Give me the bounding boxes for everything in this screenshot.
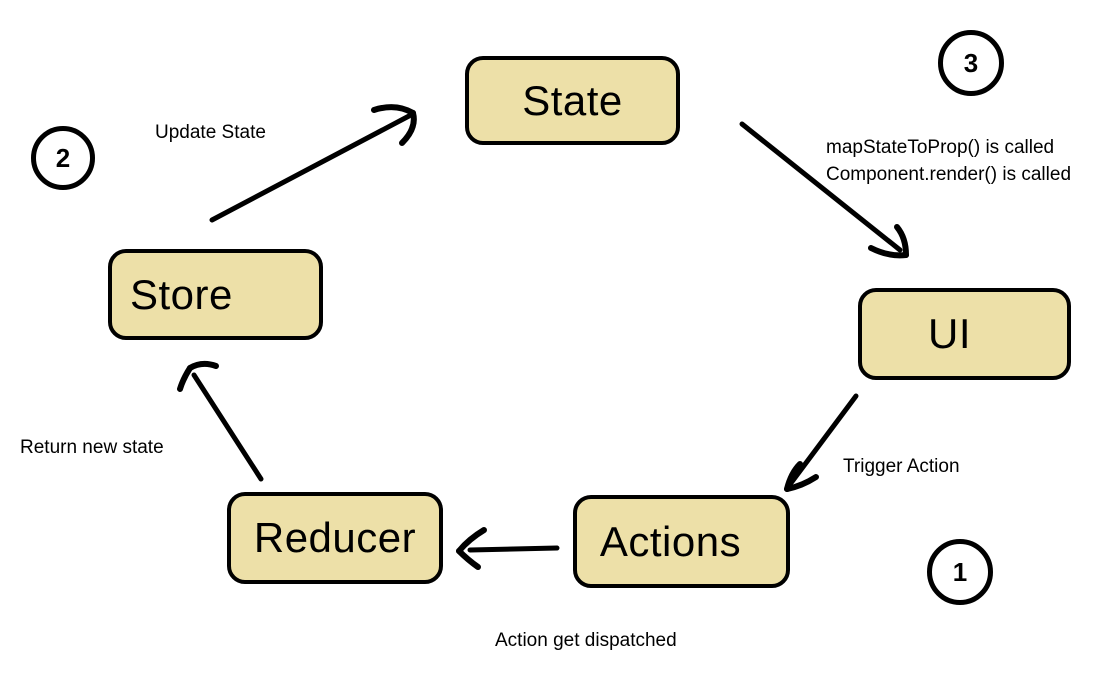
step-circle-3: 3 (938, 30, 1004, 96)
arrow-store-to-state (209, 104, 417, 223)
step-number: 1 (952, 556, 968, 587)
label-update-state: Update State (155, 122, 266, 143)
node-reducer: Reducer (227, 492, 443, 584)
label-trigger-action: Trigger Action (843, 456, 960, 477)
step-number: 2 (55, 142, 71, 173)
label-action-dispatched: Action get dispatched (495, 630, 677, 651)
step-circle-2: 2 (31, 126, 95, 190)
arrow-ui-to-actions (784, 393, 859, 492)
node-actions: Actions (573, 495, 790, 588)
arrow-state-to-ui (739, 121, 909, 259)
label-return-new-state: Return new state (20, 437, 164, 458)
node-ui: UI (858, 288, 1071, 380)
step-number: 3 (963, 47, 979, 78)
step-circle-1: 1 (927, 539, 993, 605)
label-map-state-to-prop: mapStateToProp() is called (826, 137, 1055, 158)
arrow-reducer-to-store (177, 360, 264, 482)
label-component-render: Component.render() is called (826, 164, 1072, 185)
node-state: State (465, 56, 680, 145)
node-store: Store (108, 249, 323, 340)
label-state-to-ui-calls: mapStateToProp() is called Component.ren… (826, 134, 1071, 188)
arrow-actions-to-reducer (456, 527, 560, 570)
